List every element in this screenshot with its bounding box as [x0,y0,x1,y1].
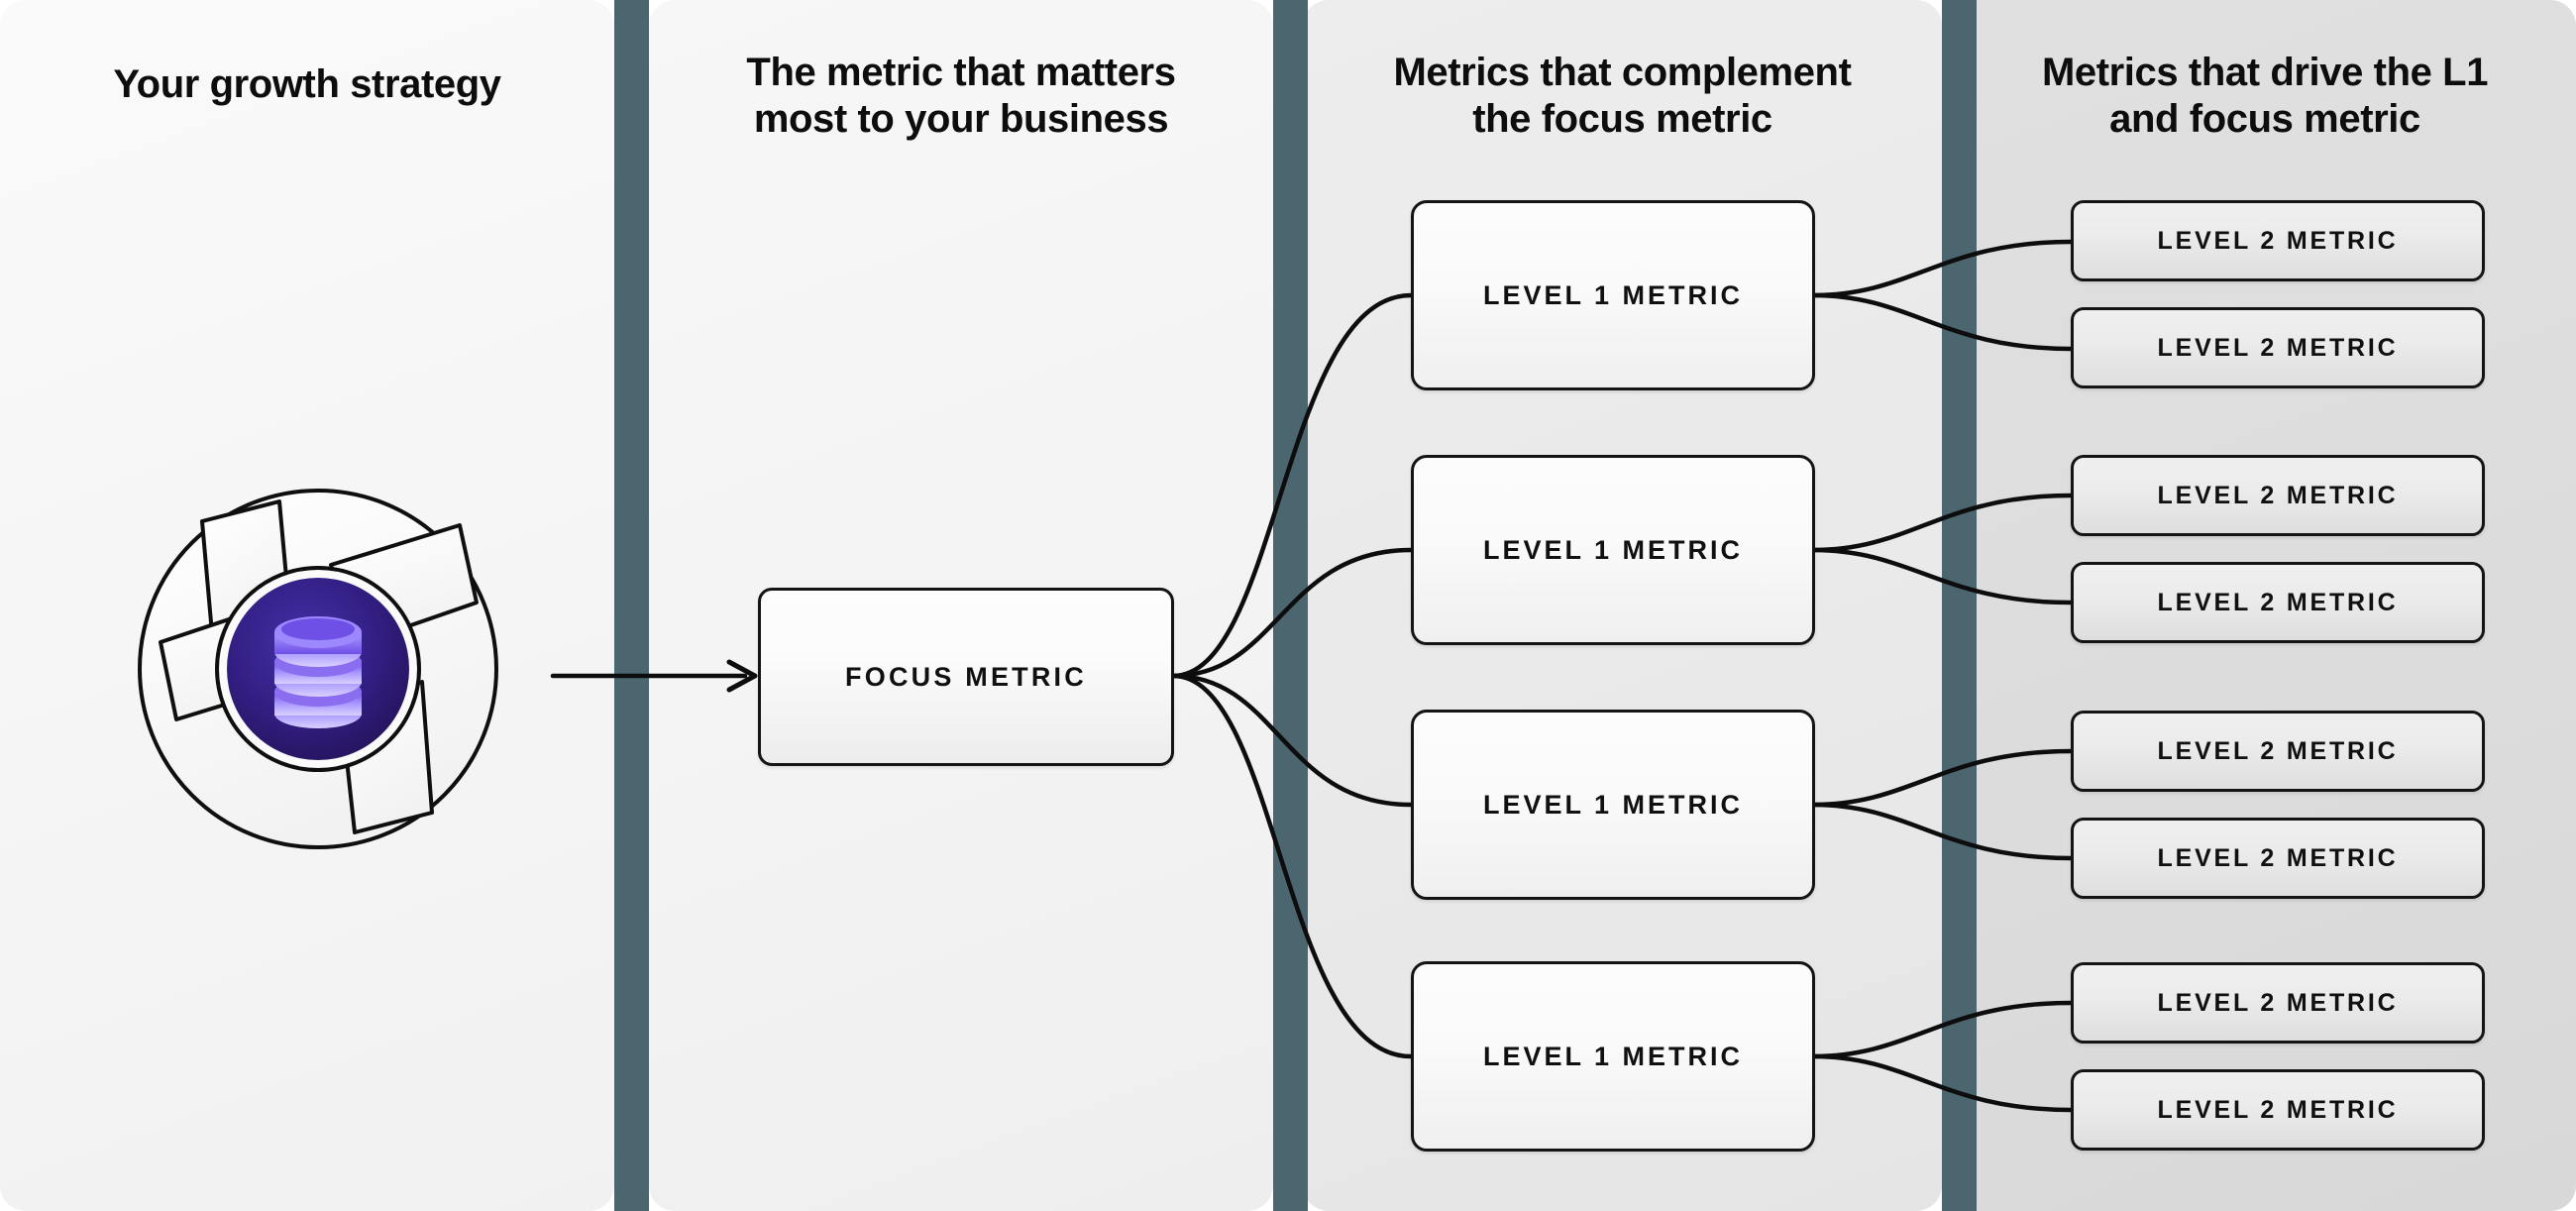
node-level-2-metric-6[interactable]: LEVEL 2 METRIC [2071,818,2485,899]
column-divider-3 [1942,0,1977,1211]
node-level-2-metric-8[interactable]: LEVEL 2 METRIC [2071,1069,2485,1151]
node-level-1-metric-2-label: LEVEL 1 METRIC [1482,534,1744,565]
column-divider-1 [614,0,649,1211]
column-title-level-2: Metrics that drive the L1 and focus metr… [1954,50,2576,143]
column-title-strategy-line1: Your growth strategy [113,62,501,106]
node-level-2-metric-1-label: LEVEL 2 METRIC [2157,226,2399,255]
column-title-focus-line2: most to your business [753,97,1169,142]
node-level-2-metric-4-label: LEVEL 2 METRIC [2157,588,2399,616]
node-level-2-metric-4[interactable]: LEVEL 2 METRIC [2071,562,2485,643]
column-title-level-1: Metrics that complement the focus metric [1303,50,1942,143]
aperture-database-logo [85,426,551,912]
node-level-2-metric-3[interactable]: LEVEL 2 METRIC [2071,455,2485,536]
node-level-1-metric-3[interactable]: LEVEL 1 METRIC [1411,710,1815,900]
column-title-level-1-line2: the focus metric [1472,97,1772,142]
database-icon [274,616,362,728]
node-level-2-metric-7-label: LEVEL 2 METRIC [2157,988,2399,1017]
column-title-level-2-line2: and focus metric [2109,97,2420,142]
node-level-2-metric-5-label: LEVEL 2 METRIC [2157,736,2399,765]
node-level-2-metric-2[interactable]: LEVEL 2 METRIC [2071,307,2485,388]
node-level-1-metric-2[interactable]: LEVEL 1 METRIC [1411,455,1815,645]
node-level-2-metric-6-label: LEVEL 2 METRIC [2157,843,2399,872]
node-level-1-metric-4-label: LEVEL 1 METRIC [1482,1041,1744,1071]
node-focus-metric[interactable]: FOCUS METRIC [758,588,1174,766]
column-title-focus-line1: The metric that matters [746,51,1176,94]
node-level-2-metric-3-label: LEVEL 2 METRIC [2157,481,2399,509]
column-title-strategy: Your growth strategy [0,61,614,108]
node-focus-metric-label: FOCUS METRIC [845,661,1087,692]
node-level-1-metric-1[interactable]: LEVEL 1 METRIC [1411,200,1815,390]
node-level-2-metric-7[interactable]: LEVEL 2 METRIC [2071,962,2485,1044]
node-level-2-metric-8-label: LEVEL 2 METRIC [2157,1095,2399,1124]
column-divider-2 [1273,0,1308,1211]
node-level-1-metric-1-label: LEVEL 1 METRIC [1482,279,1744,310]
column-title-focus: The metric that matters most to your bus… [649,50,1273,143]
column-title-level-2-line1: Metrics that drive the L1 [2041,51,2489,94]
node-level-2-metric-1[interactable]: LEVEL 2 METRIC [2071,200,2485,281]
column-title-level-1-line1: Metrics that complement [1393,51,1852,94]
node-level-2-metric-2-label: LEVEL 2 METRIC [2157,333,2399,362]
node-level-1-metric-3-label: LEVEL 1 METRIC [1482,789,1744,820]
node-level-2-metric-5[interactable]: LEVEL 2 METRIC [2071,711,2485,792]
node-level-1-metric-4[interactable]: LEVEL 1 METRIC [1411,961,1815,1152]
